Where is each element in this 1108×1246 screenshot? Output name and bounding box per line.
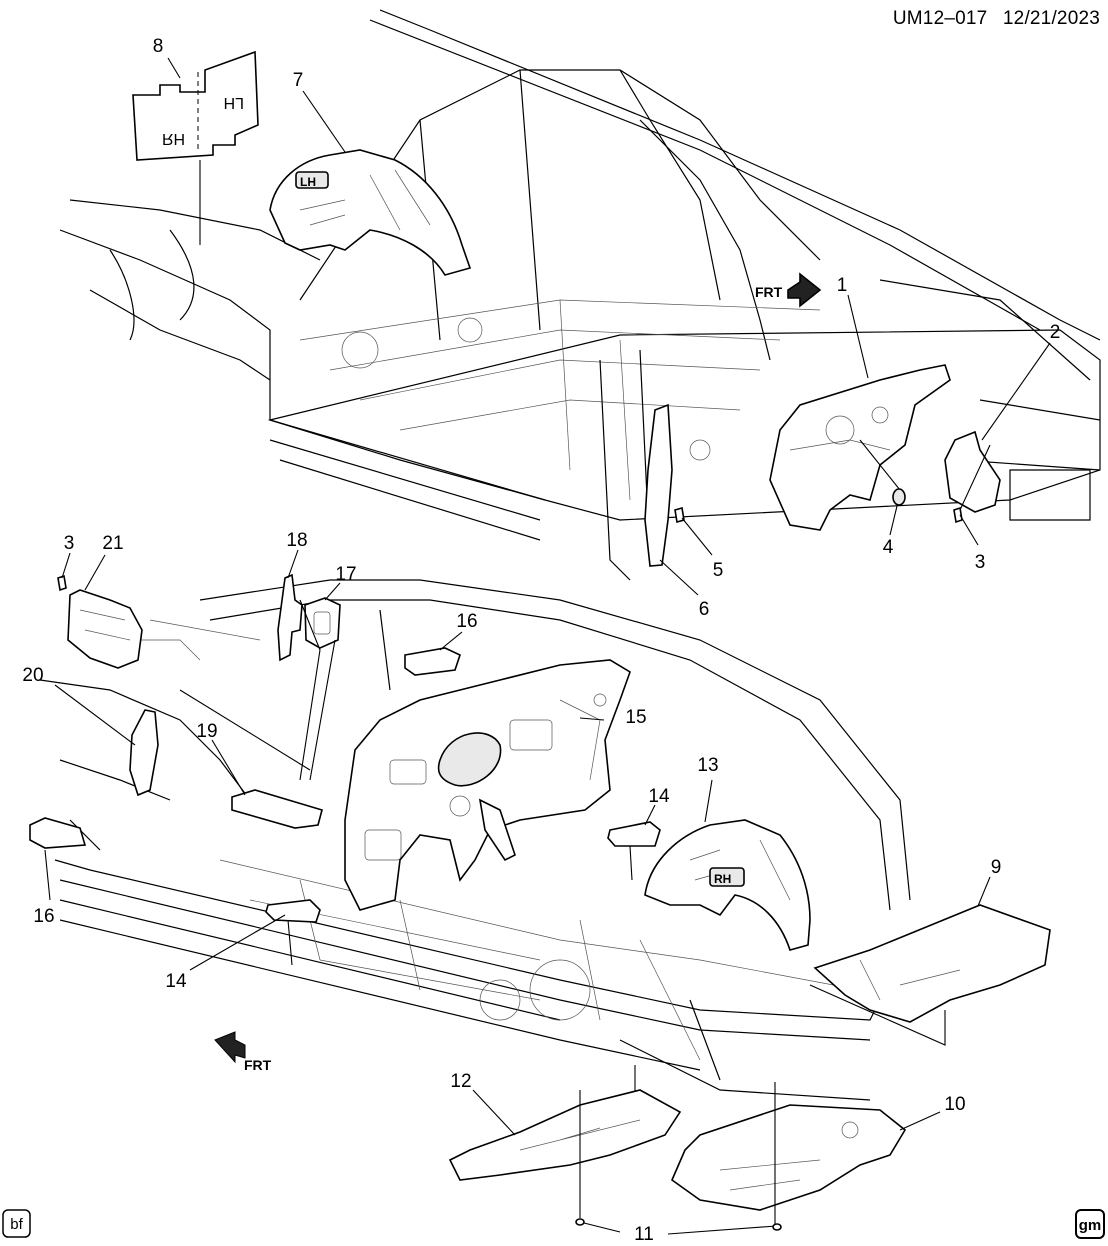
- callout-2: 2: [1050, 322, 1061, 343]
- part-2-bracket: [944, 430, 1001, 513]
- callout-13: 13: [697, 755, 718, 776]
- badge-gm-text: gm: [1079, 1217, 1102, 1234]
- part-16-pad-lower: [29, 817, 87, 849]
- lower-vehicle-body: [39, 579, 911, 1101]
- lh-mark-part8: LH: [224, 94, 244, 111]
- diagram-date: 12/21/2023: [1003, 8, 1100, 29]
- part-21-bracket: [67, 589, 143, 669]
- diagram-id: UM12–017: [893, 8, 988, 29]
- upper-vehicle-body: [59, 9, 1101, 581]
- part-14-pad-right: [607, 821, 661, 847]
- part-10-floor-insulator: [671, 1104, 907, 1211]
- callout-15: 15: [625, 707, 646, 728]
- part-20-bracket: [129, 709, 159, 797]
- part-12-floor-insulator: [448, 1089, 682, 1181]
- callout-20: 20: [22, 665, 43, 686]
- part-5-clip: [674, 506, 685, 524]
- part-4-nut: [892, 488, 906, 506]
- callout-8: 8: [153, 36, 164, 57]
- part-3-clip-upper: [953, 506, 963, 524]
- callout-3-upper: 3: [975, 552, 986, 573]
- callout-21: 21: [102, 533, 123, 554]
- badge-bf-text: bf: [10, 1216, 23, 1233]
- svg-text:UM12–017 12/21/2023: UM12–017 12/21/2023: [893, 8, 1100, 29]
- callouts: 8 7 1 2 4 3 5 6 3 21 18 17 16 20 19 15 1…: [22, 36, 1061, 1245]
- rh-mark-part8: RH: [162, 130, 185, 147]
- front-direction-arrow-bottom: FRT: [214, 1031, 272, 1073]
- part-9-floor-insulator-rear: [813, 904, 1051, 1023]
- callout-4: 4: [883, 537, 894, 558]
- rh-mark-part13: RH: [714, 872, 731, 886]
- callout-3-lower: 3: [64, 533, 75, 554]
- callout-12: 12: [450, 1071, 471, 1092]
- part-7-wheelhouse-liner-lh: LH: [269, 149, 472, 276]
- part-3-clip-lower: [57, 574, 67, 592]
- part-18-strip: [277, 573, 303, 662]
- callout-6: 6: [699, 599, 710, 620]
- part-15-dash-insulator: [344, 659, 631, 911]
- callout-17: 17: [335, 564, 356, 585]
- callout-19: 19: [196, 721, 217, 742]
- leader-lines: [44, 57, 1051, 1235]
- frt-label-top: FRT: [755, 284, 783, 300]
- callout-10: 10: [944, 1094, 965, 1115]
- callout-18: 18: [286, 530, 307, 551]
- lh-mark-part7: LH: [300, 175, 316, 189]
- callout-1: 1: [837, 275, 848, 296]
- front-direction-arrow-top: FRT: [755, 272, 822, 308]
- callout-16-lower: 16: [33, 906, 54, 927]
- badge-bf: bf: [2, 1209, 31, 1238]
- part-14-pad-left: [265, 899, 321, 923]
- callout-16-upper: 16: [456, 611, 477, 632]
- part-16-pad-upper: [404, 647, 461, 676]
- callout-11: 11: [634, 1224, 654, 1241]
- badge-gm-logo: gm: [1075, 1209, 1105, 1239]
- callout-9: 9: [991, 857, 1002, 878]
- callout-14-right: 14: [648, 786, 670, 807]
- part-1-dash-insulator-upper: [769, 364, 951, 531]
- callout-7: 7: [293, 70, 304, 91]
- callout-5: 5: [713, 560, 724, 581]
- callout-14-left: 14: [165, 971, 187, 992]
- part-19-pad: [231, 789, 323, 829]
- part-13-wheelhouse-liner-rh: RH: [644, 819, 811, 951]
- part-6-pillar-insulator: [644, 403, 673, 567]
- frt-label-bottom: FRT: [244, 1057, 272, 1073]
- part-8-floor-insulator: RH LH: [132, 50, 259, 245]
